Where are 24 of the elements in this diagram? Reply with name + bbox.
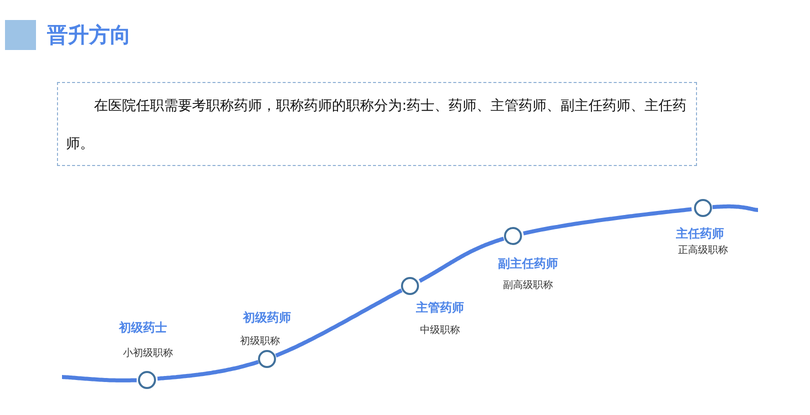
rank-title: 初级药士 [119, 320, 167, 336]
rank-level: 副高级职称 [503, 278, 553, 292]
paragraph: 在医院任职需要考职称药师，职称药师的职称分为:药士、药师、主管药师、副主任药师、主任药师。 [65, 97, 688, 154]
curve-segment [712, 204, 760, 212]
curve-segment [418, 236, 504, 283]
curve-segment [275, 288, 402, 358]
curve-segment [60, 375, 137, 382]
rank-level: 正高级职称 [678, 244, 728, 257]
text-box [57, 82, 697, 166]
rank-title: 主管药师 [416, 300, 464, 316]
rank-level: 中级职称 [420, 324, 460, 337]
rank-title: 初级药师 [243, 310, 291, 326]
curve-segment [522, 207, 692, 236]
rank-level: 初级职称 [240, 334, 280, 348]
milestone-circle [694, 199, 712, 217]
milestone-circle [504, 227, 522, 245]
page-title: 晋升方向 [47, 22, 131, 49]
milestone-circle [258, 350, 276, 368]
milestone-circle [138, 371, 156, 389]
curve-segment [157, 360, 259, 381]
rank-title: 副主任药师 [498, 256, 558, 272]
milestone-circle [401, 277, 419, 295]
rank-title: 主任药师 [676, 226, 724, 242]
rank-level: 小初级职称 [123, 346, 173, 360]
